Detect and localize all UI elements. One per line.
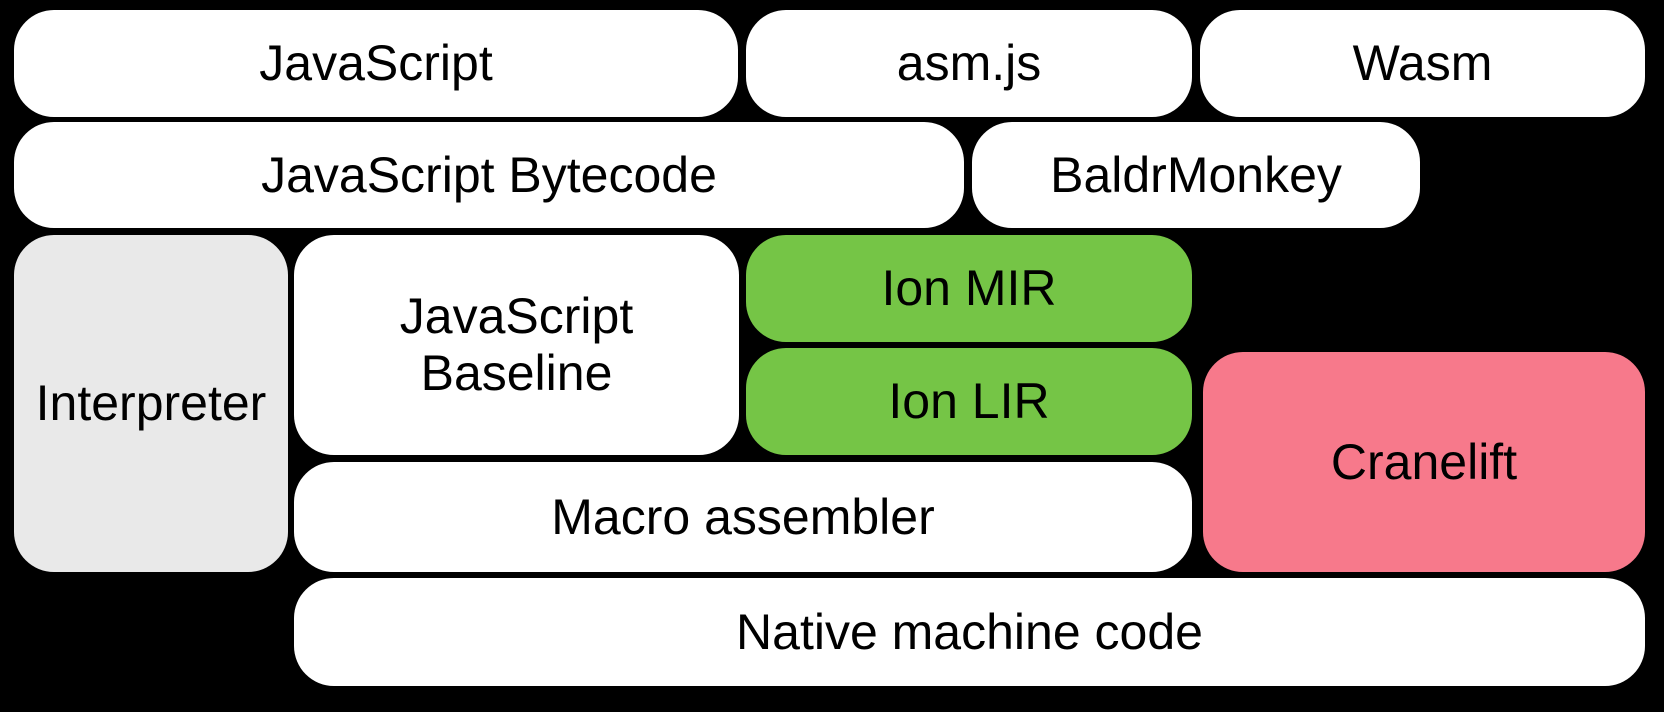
block-ion-lir-label: Ion LIR xyxy=(888,373,1050,429)
block-javascript-baseline: JavaScript Baseline xyxy=(294,235,739,455)
block-javascript-bytecode: JavaScript Bytecode xyxy=(14,122,964,228)
block-ion-mir-label: Ion MIR xyxy=(881,260,1057,316)
block-ion-mir: Ion MIR xyxy=(746,235,1192,342)
block-interpreter-label: Interpreter xyxy=(35,375,267,431)
block-javascript-bytecode-label: JavaScript Bytecode xyxy=(261,146,717,203)
block-wasm-label: Wasm xyxy=(1352,35,1493,91)
block-ion-lir: Ion LIR xyxy=(746,348,1192,455)
block-baldrmonkey-label: BaldrMonkey xyxy=(1050,146,1342,203)
block-asm-js: asm.js xyxy=(746,10,1192,117)
block-cranelift-label: Cranelift xyxy=(1330,433,1518,490)
block-wasm: Wasm xyxy=(1200,10,1645,117)
block-javascript-label: JavaScript xyxy=(259,35,493,91)
block-interpreter: Interpreter xyxy=(14,235,288,572)
block-javascript: JavaScript xyxy=(14,10,738,117)
block-baldrmonkey: BaldrMonkey xyxy=(972,122,1420,228)
block-native-machine-code-label: Native machine code xyxy=(736,603,1203,660)
block-javascript-baseline-label: JavaScript Baseline xyxy=(399,288,634,401)
block-macro-assembler-label: Macro assembler xyxy=(551,488,935,545)
block-asm-js-label: asm.js xyxy=(896,35,1042,91)
block-macro-assembler: Macro assembler xyxy=(294,462,1192,572)
block-native-machine-code: Native machine code xyxy=(294,578,1645,686)
block-cranelift: Cranelift xyxy=(1203,352,1645,572)
